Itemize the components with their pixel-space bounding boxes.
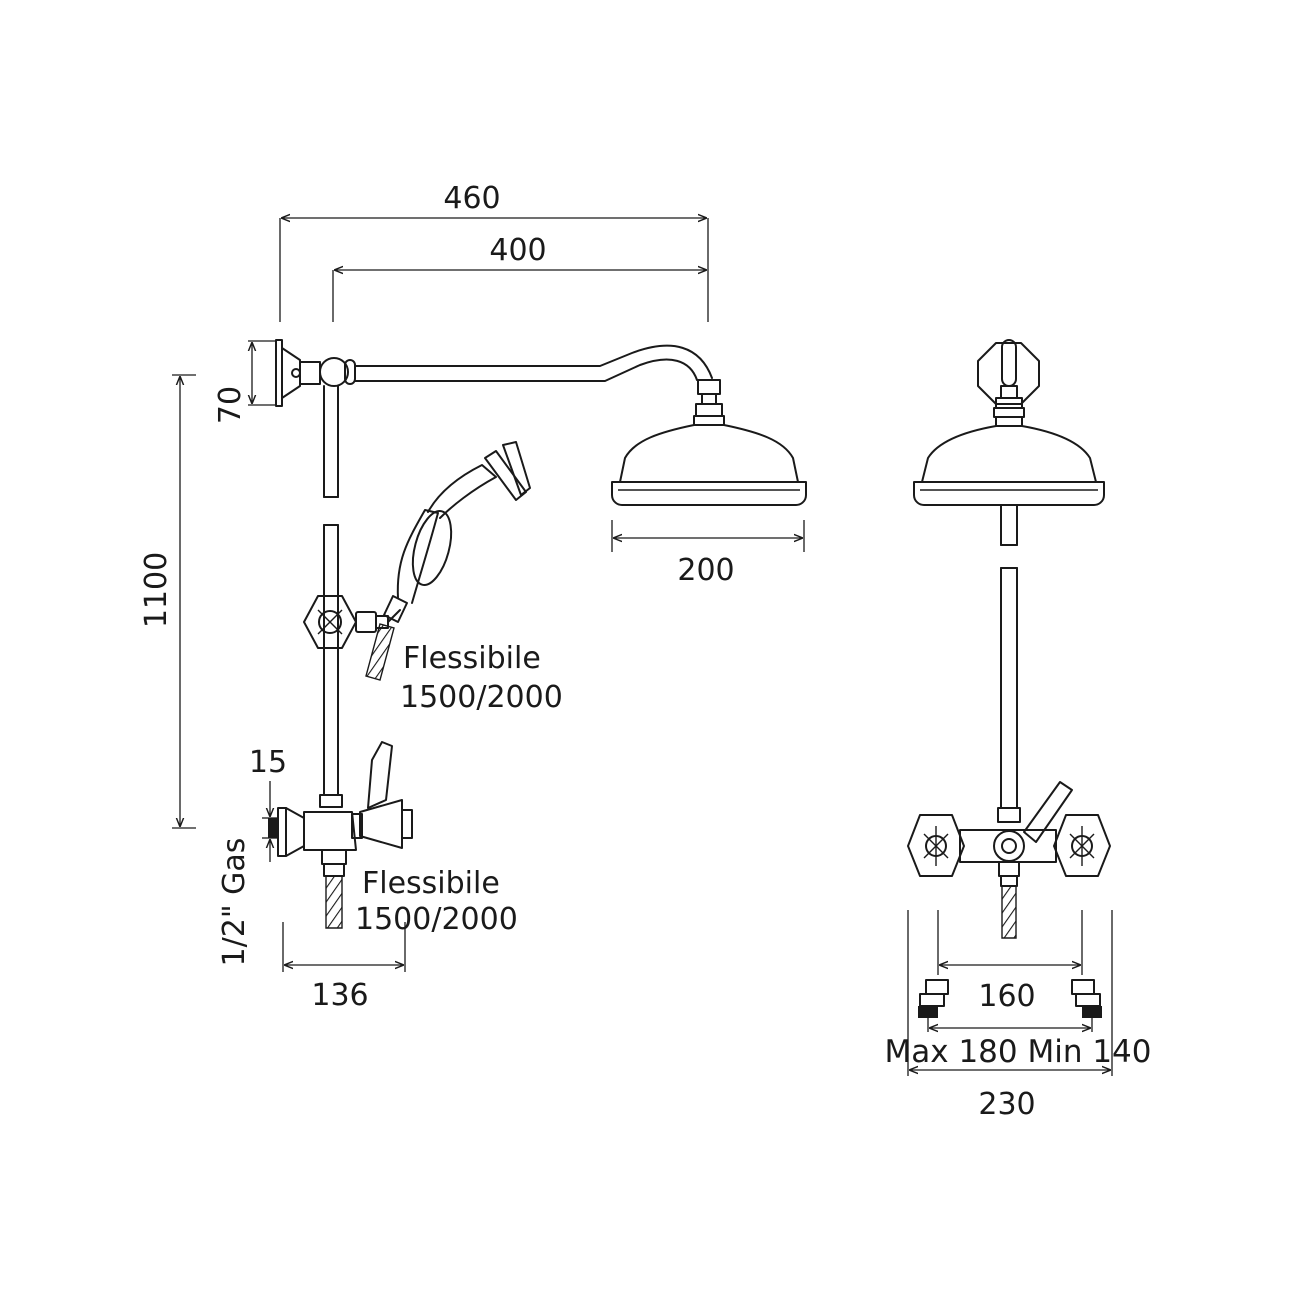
front-view: 160 Max 180 Min 140 230 (885, 339, 1152, 1122)
hand-hose-label: Flessibile (403, 641, 541, 676)
front-column-lower (997, 567, 1021, 823)
mixer-front (907, 781, 1111, 887)
dim-arm-reach-label: 400 (489, 233, 546, 268)
dim-arm-reach: 400 (332, 233, 706, 322)
mixer-side (268, 741, 413, 877)
dim-inlet-centers-label: 160 (978, 979, 1035, 1014)
lower-hose (325, 875, 343, 929)
wall-flange (275, 339, 321, 407)
dim-eccentric-range-label: Max 180 Min 140 (885, 1034, 1152, 1070)
dim-mixer-depth-label: 136 (311, 978, 368, 1013)
dim-inlet-centers: 160 (940, 965, 1080, 1014)
hand-hose-length-label: 1500/2000 (400, 680, 563, 715)
dim-overall-width: 230 (910, 1070, 1110, 1122)
hand-hose (365, 623, 395, 681)
dim-head-diameter: 200 (611, 520, 805, 588)
shower-head-front (913, 425, 1105, 506)
head-connector (693, 379, 725, 426)
eccentric-left (918, 979, 949, 1018)
inlet-thread-label: 1/2" Gas (217, 838, 252, 967)
dim-arm-total-label: 460 (443, 181, 500, 216)
front-hose (1001, 885, 1017, 939)
dim-wall-flange-label: 70 (213, 386, 248, 424)
front-column-upper (1000, 504, 1018, 546)
dim-arm-total: 460 (279, 181, 709, 322)
dim-outlet-offset-label: 15 (249, 745, 287, 780)
dim-eccentric-range: Max 180 Min 140 (885, 1018, 1152, 1070)
lower-hose-length-label: 1500/2000 (355, 902, 518, 937)
column-upper (323, 385, 339, 498)
dim-mixer-depth: 136 (282, 922, 406, 1013)
slide-holder (303, 595, 401, 649)
elbow-joint (319, 357, 356, 387)
dim-wall-flange: 70 (213, 340, 276, 424)
dim-outlet-offset: 15 (249, 745, 287, 862)
shower-arm (354, 344, 713, 382)
lower-hose-label: Flessibile (362, 866, 500, 901)
dim-overall-width-label: 230 (978, 1087, 1035, 1122)
side-view: 460 400 70 1100 200 Fless (139, 181, 807, 1013)
wall-rose-front (977, 339, 1040, 427)
shower-head-side (611, 424, 807, 506)
eccentric-right (1071, 979, 1102, 1018)
dim-head-diameter-label: 200 (677, 553, 734, 588)
dim-column-height-label: 1100 (139, 552, 174, 628)
hand-shower (383, 441, 531, 623)
dim-column-height: 1100 (139, 374, 196, 829)
column-lower (323, 524, 339, 796)
